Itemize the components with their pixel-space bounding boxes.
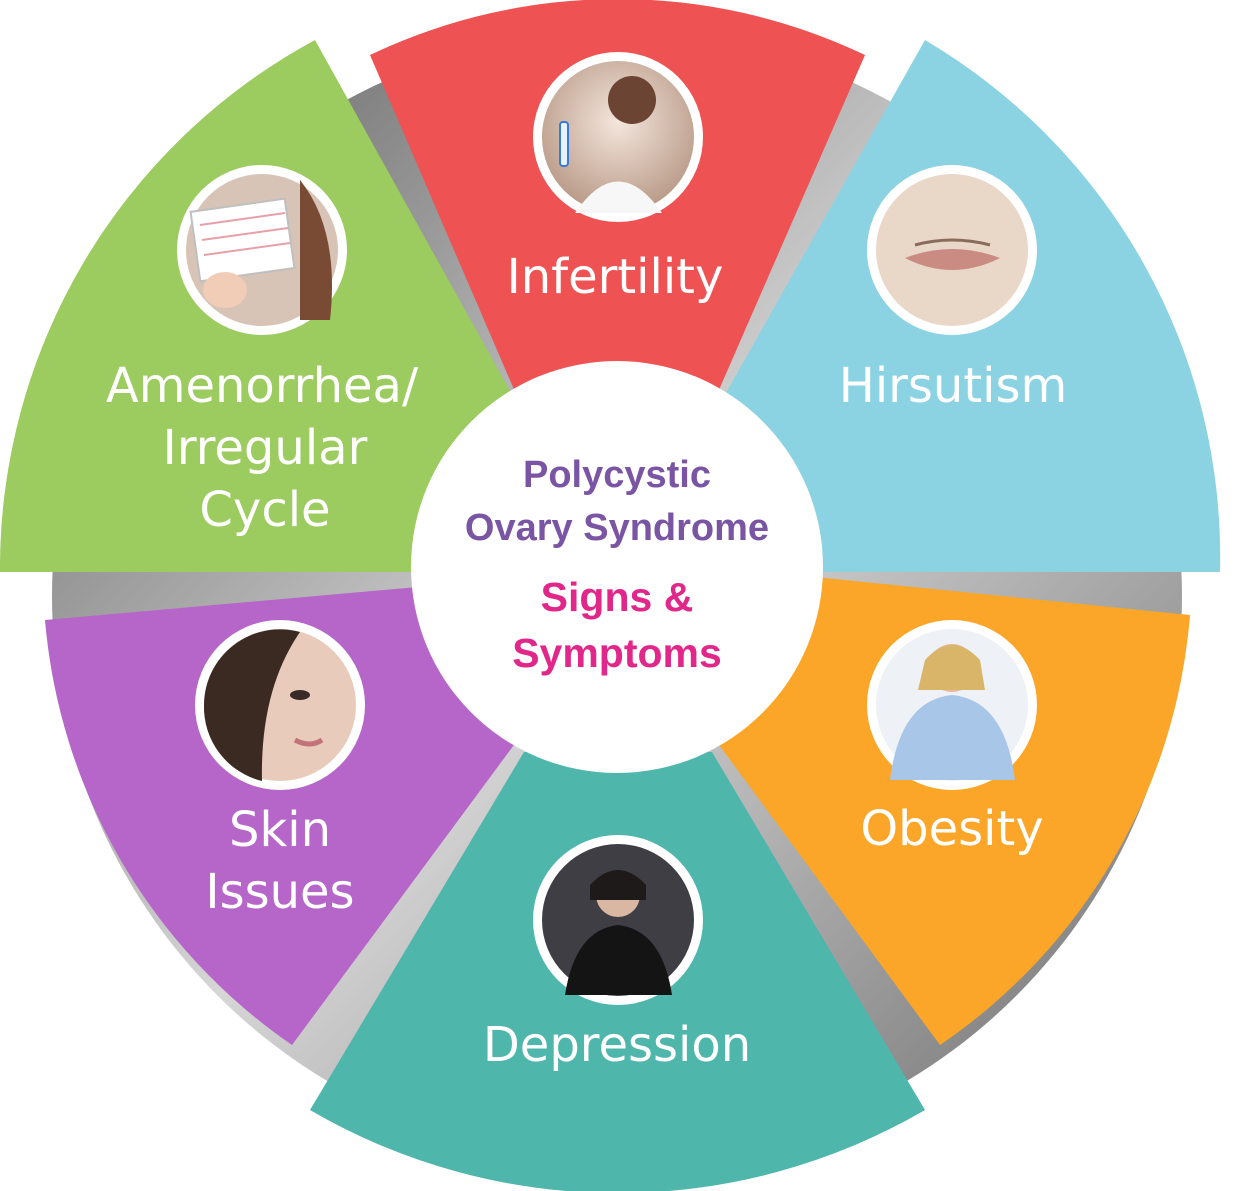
woman-face-skin-photo-icon [195, 620, 365, 790]
calendar-in-hand-photo-icon [177, 165, 347, 335]
segment-obesity-wedge [708, 575, 1190, 1045]
overweight-woman-photo-icon [867, 620, 1037, 790]
label-amenorrhea-line3: Cycle [199, 482, 330, 538]
label-obesity: Obesity [860, 801, 1043, 857]
center-subtitle-line2: Symptoms [512, 630, 722, 676]
center-title-line2: Ovary Syndrome [465, 507, 769, 549]
segment-obesity [708, 575, 1190, 1045]
label-depression: Depression [483, 1017, 751, 1073]
label-amenorrhea-line2: Irregular [163, 420, 368, 476]
label-amenorrhea-line1: Amenorrhea/ [106, 358, 419, 414]
label-hirsutism: Hirsutism [839, 358, 1068, 414]
label-infertility: Infertility [507, 249, 724, 305]
upper-lip-hair-photo-icon [867, 165, 1037, 335]
center-title-line1: Polycystic [523, 454, 711, 496]
stressed-woman-photo-icon [533, 835, 703, 1005]
segment-skin-issues-wedge [45, 585, 525, 1045]
label-skin-issues-line2: Issues [205, 864, 354, 920]
segment-skin-issues [45, 585, 525, 1045]
center-subtitle-line1: Signs & [541, 574, 694, 620]
center-hub [411, 361, 823, 773]
pregnancy-test-woman-photo-icon [533, 52, 703, 222]
label-skin-issues-line1: Skin [229, 802, 331, 858]
